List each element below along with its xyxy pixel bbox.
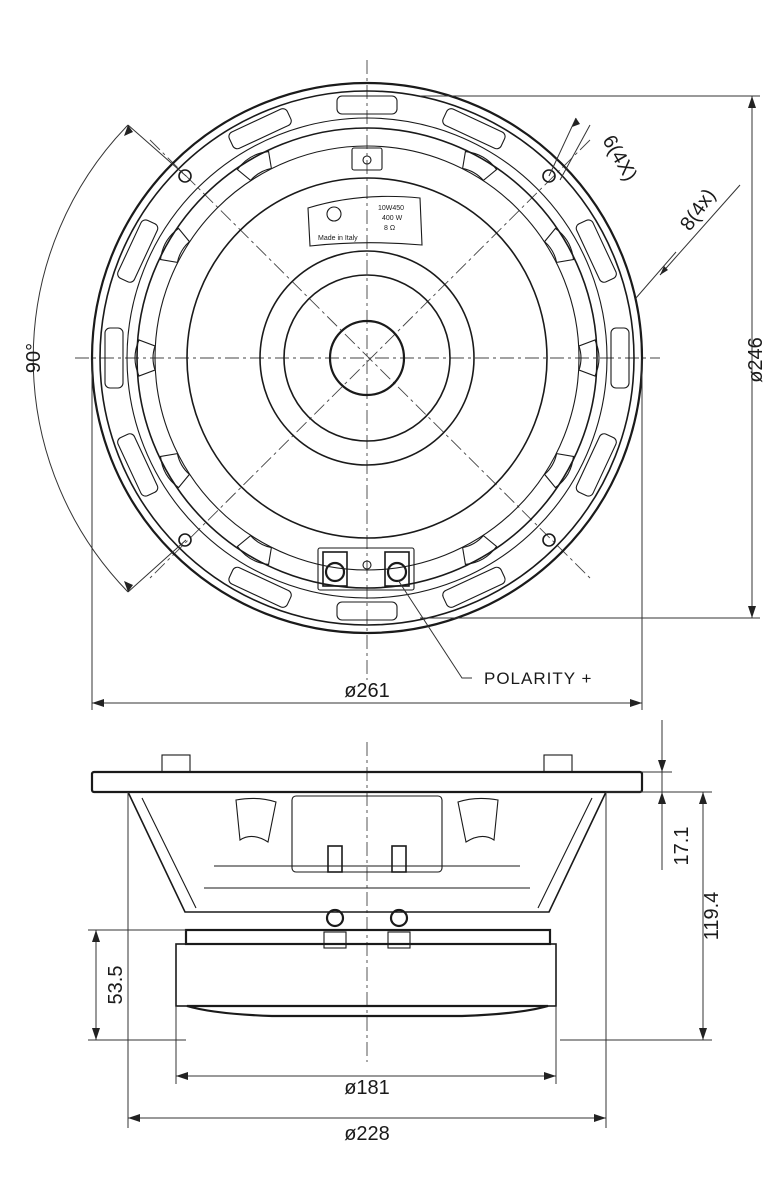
- side-terminal-left: [327, 845, 343, 873]
- top-tab: [351, 147, 383, 171]
- magnet-body: [175, 943, 557, 1007]
- dust-cap: [328, 319, 406, 397]
- mounting-flange: [90, 770, 644, 794]
- flange-tab-left: [161, 754, 191, 773]
- slot-width-label: 6(4X): [598, 132, 642, 185]
- basket-window-center: [291, 795, 443, 873]
- magnet-top-plate: [184, 928, 552, 946]
- frame-ring-4: [136, 127, 598, 589]
- brand-logo-icon: [326, 206, 342, 222]
- cone-neck: [283, 274, 451, 442]
- flange-tab-right: [543, 754, 573, 773]
- magnet-depth-label: 53.5: [105, 966, 127, 1005]
- side-terminal-right: [391, 845, 407, 873]
- basket-outline: [127, 791, 607, 913]
- basket-window-left: [235, 797, 277, 843]
- angle-label: 90°: [23, 343, 45, 373]
- frame-ring-5: [154, 145, 580, 571]
- magnet-back-plate: [186, 1004, 549, 1018]
- terminal-positive: [384, 551, 410, 587]
- cone-inner-ring: [259, 250, 475, 466]
- mounting-hole-br: [542, 533, 556, 547]
- polarity-leader-line: [397, 579, 472, 679]
- mounting-holes: [178, 169, 556, 547]
- angle-arc: [32, 124, 129, 593]
- magnet-diameter-label: ø181: [344, 1077, 390, 1099]
- outer-diameter-label: ø261: [344, 680, 390, 702]
- frame-ring-2: [99, 90, 635, 626]
- gasket-slots: [104, 95, 630, 621]
- mounting-hole-tl: [178, 169, 192, 183]
- nameplate-made-in: Made in Italy: [318, 235, 358, 242]
- nameplate: 10W450 400 W 8 Ω Made in Italy: [307, 195, 423, 247]
- mounting-hole-tr: [542, 169, 556, 183]
- cutout-diameter-label: ø228: [344, 1123, 390, 1145]
- front-view: 10W450 400 W 8 Ω Made in Italy POLARITY …: [23, 60, 767, 710]
- nameplate-model: 10W450: [378, 205, 404, 212]
- nameplate-impedance: 8 Ω: [384, 225, 395, 232]
- nameplate-power: 400 W: [382, 215, 403, 222]
- side-view: 17.1 119.4 53.5 ø181 ø228: [88, 720, 723, 1145]
- frame-height-label: 17.1: [671, 827, 693, 866]
- cone-outer-edge: [186, 177, 548, 539]
- mounting-hole-bl: [178, 533, 192, 547]
- total-depth-label: 119.4: [701, 892, 723, 941]
- slot-length-label: 8(4x): [676, 185, 720, 235]
- side-terminal-screw-right: [389, 908, 409, 928]
- terminal-negative: [322, 551, 348, 587]
- front-diagonal-centerline-2: [149, 139, 591, 579]
- polarity-label: POLARITY +: [484, 669, 592, 688]
- frame-ring-3: [126, 117, 608, 599]
- terminal-negative-screw: [324, 561, 346, 583]
- basket-window-right: [457, 797, 499, 843]
- bolt-circle-label: ø246: [745, 337, 767, 383]
- terminal-block: [317, 547, 415, 591]
- side-terminal-screw-left: [325, 908, 345, 928]
- terminal-positive-screw: [386, 561, 408, 583]
- frame-outer-ring: [90, 81, 644, 635]
